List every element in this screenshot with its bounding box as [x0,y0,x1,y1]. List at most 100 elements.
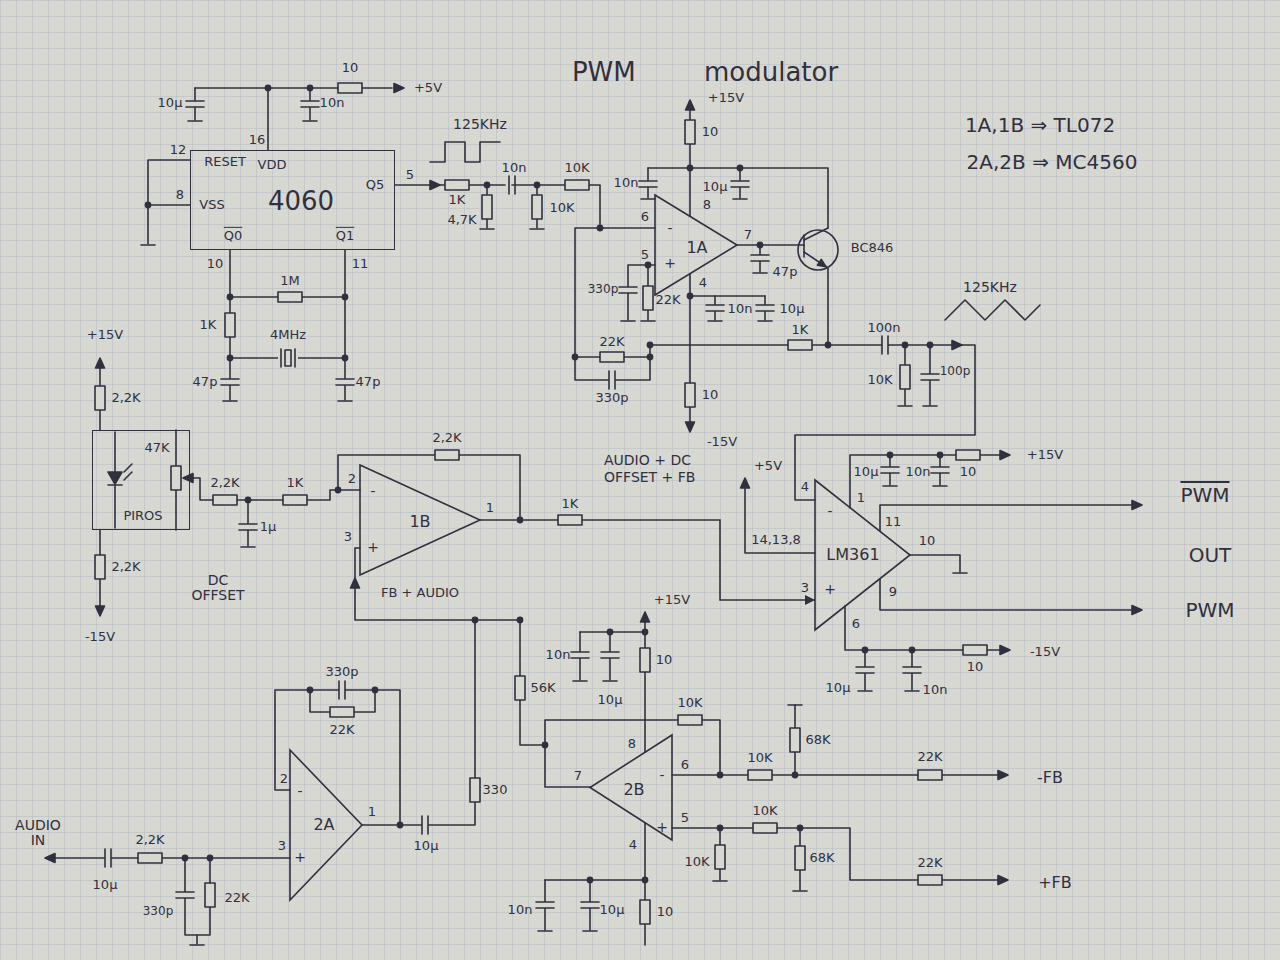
opamp-triangle: 1B [360,465,480,575]
arrow-head [1132,606,1142,615]
capacitor-symbol [619,287,637,293]
schematic-label: 10 [702,125,719,139]
arrow-head [351,578,360,588]
schematic-label: 14,13,8 [751,533,801,547]
arrow-head [998,771,1008,780]
schematic-label: 8 [176,188,184,202]
resistor-symbol [685,120,695,144]
capacitor-symbol [239,524,257,530]
ground-symbol [933,485,947,487]
capacitor-symbol [856,667,874,673]
schematic-label: +5V [754,459,782,473]
capacitor-symbol [609,371,615,389]
ground-symbol [923,405,937,407]
schematic-label: 11 [885,515,902,529]
diagram-title: PWM modulator [572,57,838,87]
wire [650,345,975,500]
schematic-label: 1 [857,491,865,505]
schematic-label: 22K [655,293,680,307]
junction-dot [307,85,312,90]
schematic-label: 10µ [826,681,851,695]
schematic-label: 10 [919,534,936,548]
schematic-label: 1K [562,497,579,511]
wire [644,823,646,945]
ground-symbol [573,680,587,682]
schematic-label: 56K [530,681,555,695]
junction-dot [572,354,577,359]
schematic-label: 2 [348,472,356,486]
ground-symbol [338,400,352,402]
schematic-label: 9 [889,585,897,599]
schematic-label: 2 [280,772,288,786]
schematic-label: 10n [614,176,639,190]
schematic-label: 68K [809,851,834,865]
opamp-triangle: 1A [655,195,737,295]
ground-symbol [953,572,967,574]
schematic-label: 12 [170,143,187,157]
wire [737,244,804,246]
wire [344,250,346,400]
arrow-head [952,341,962,350]
schematic-label: 3 [801,581,809,595]
capacitor-symbol [931,467,949,473]
schematic-label: 2,2K [135,833,164,847]
junction-dot [517,517,522,522]
capacitor-symbol [105,849,111,867]
wire [880,505,1132,531]
ground-symbol [603,680,617,682]
opamp-triangle: 2A [290,750,362,900]
wire [175,490,177,530]
schematic-label: 1K [449,193,466,207]
schematic-label: 10 [967,660,984,674]
schematic-label: VSS [199,198,224,212]
schematic-label: 10µ [598,693,623,707]
schematic-label: - [827,504,832,519]
schematic-label: 4MHz [270,328,306,342]
ground-symbol [858,690,872,692]
schematic-label: VDD [258,158,287,172]
schematic-label: 125KHz [963,280,1017,295]
junction-dot [607,629,612,634]
resistor-symbol [330,707,354,717]
arrow-head [1000,451,1010,460]
wire [644,620,646,752]
schematic-label: 10K [747,751,772,765]
resistor-symbol [753,823,777,833]
wire [355,548,520,620]
schematic-label: 8 [703,198,711,212]
schematic-label: 7 [574,769,582,783]
junction-dot [825,342,830,347]
edge-label: AUDIO + DC OFFSET + FB [604,452,716,486]
schematic-label: 10n [906,465,931,479]
junction-dot [642,629,647,634]
resistor-symbol [685,383,695,407]
schematic-label: -15V [1030,645,1060,659]
schematic-label: 10µ [158,96,183,110]
resistor-symbol [171,466,181,490]
capacitor-symbol [186,101,204,107]
node-text: 47K [144,441,169,455]
wire [247,500,249,546]
resistor-symbol [225,313,235,337]
wire [196,935,198,944]
junction-dot [887,452,892,457]
schematic-label: 8 [628,737,636,751]
schematic-label: 22K [329,723,354,737]
arrow-head [394,84,404,93]
schematic-label: OUT [1189,544,1232,566]
schematic-label: - [659,768,664,783]
arrow-head [686,422,695,432]
schematic-label: 330p [143,905,174,918]
schematic-label: +15V [1027,448,1063,462]
ground-symbol [793,890,807,892]
capacitor-symbol [221,379,239,385]
schematic-label: AUDIO IN [9,818,67,849]
ground-symbol [583,930,597,932]
schematic-label: 4 [699,276,707,290]
resistor-symbol [470,778,480,802]
potentiometer-box: 47KPIROS [92,430,190,530]
junction-dot [757,242,762,247]
ground-symbol [905,690,919,692]
capacitor-symbol [301,101,319,107]
